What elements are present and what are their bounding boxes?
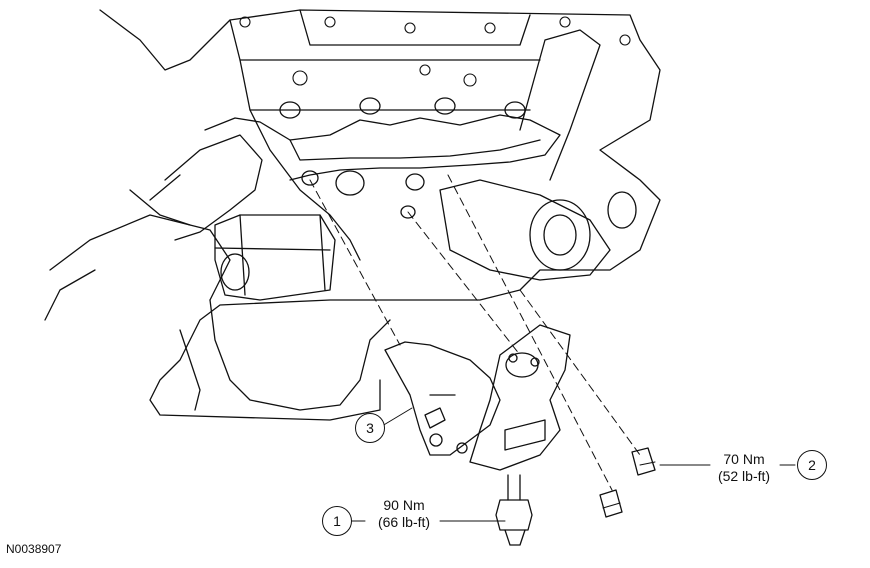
callout-3: 3 xyxy=(355,413,385,443)
torque-lbft-1: (66 lb-ft) xyxy=(377,514,431,530)
exhaust-manifold xyxy=(204,97,561,219)
torque-nm-2: 70 Nm xyxy=(723,451,765,467)
torque-nm-1: 90 Nm xyxy=(383,497,425,513)
mount-nut xyxy=(495,474,533,546)
callout-1: 1 xyxy=(322,506,352,536)
leader-lines xyxy=(350,407,796,522)
callout-2: 2 xyxy=(797,450,827,480)
torque-label-2: 70 Nm (52 lb-ft) xyxy=(706,451,782,485)
engine-mount-bracket xyxy=(384,324,571,471)
torque-lbft-2: (52 lb-ft) xyxy=(717,468,771,484)
exhaust-pipe xyxy=(44,134,263,321)
alternator xyxy=(439,29,637,281)
engine-block xyxy=(99,9,661,421)
starter-motor xyxy=(214,214,336,301)
torque-label-1: 90 Nm (66 lb-ft) xyxy=(366,497,442,531)
figure-id: N0038907 xyxy=(6,542,62,556)
mount-bolts xyxy=(424,407,656,518)
alignment-lines xyxy=(309,174,641,491)
